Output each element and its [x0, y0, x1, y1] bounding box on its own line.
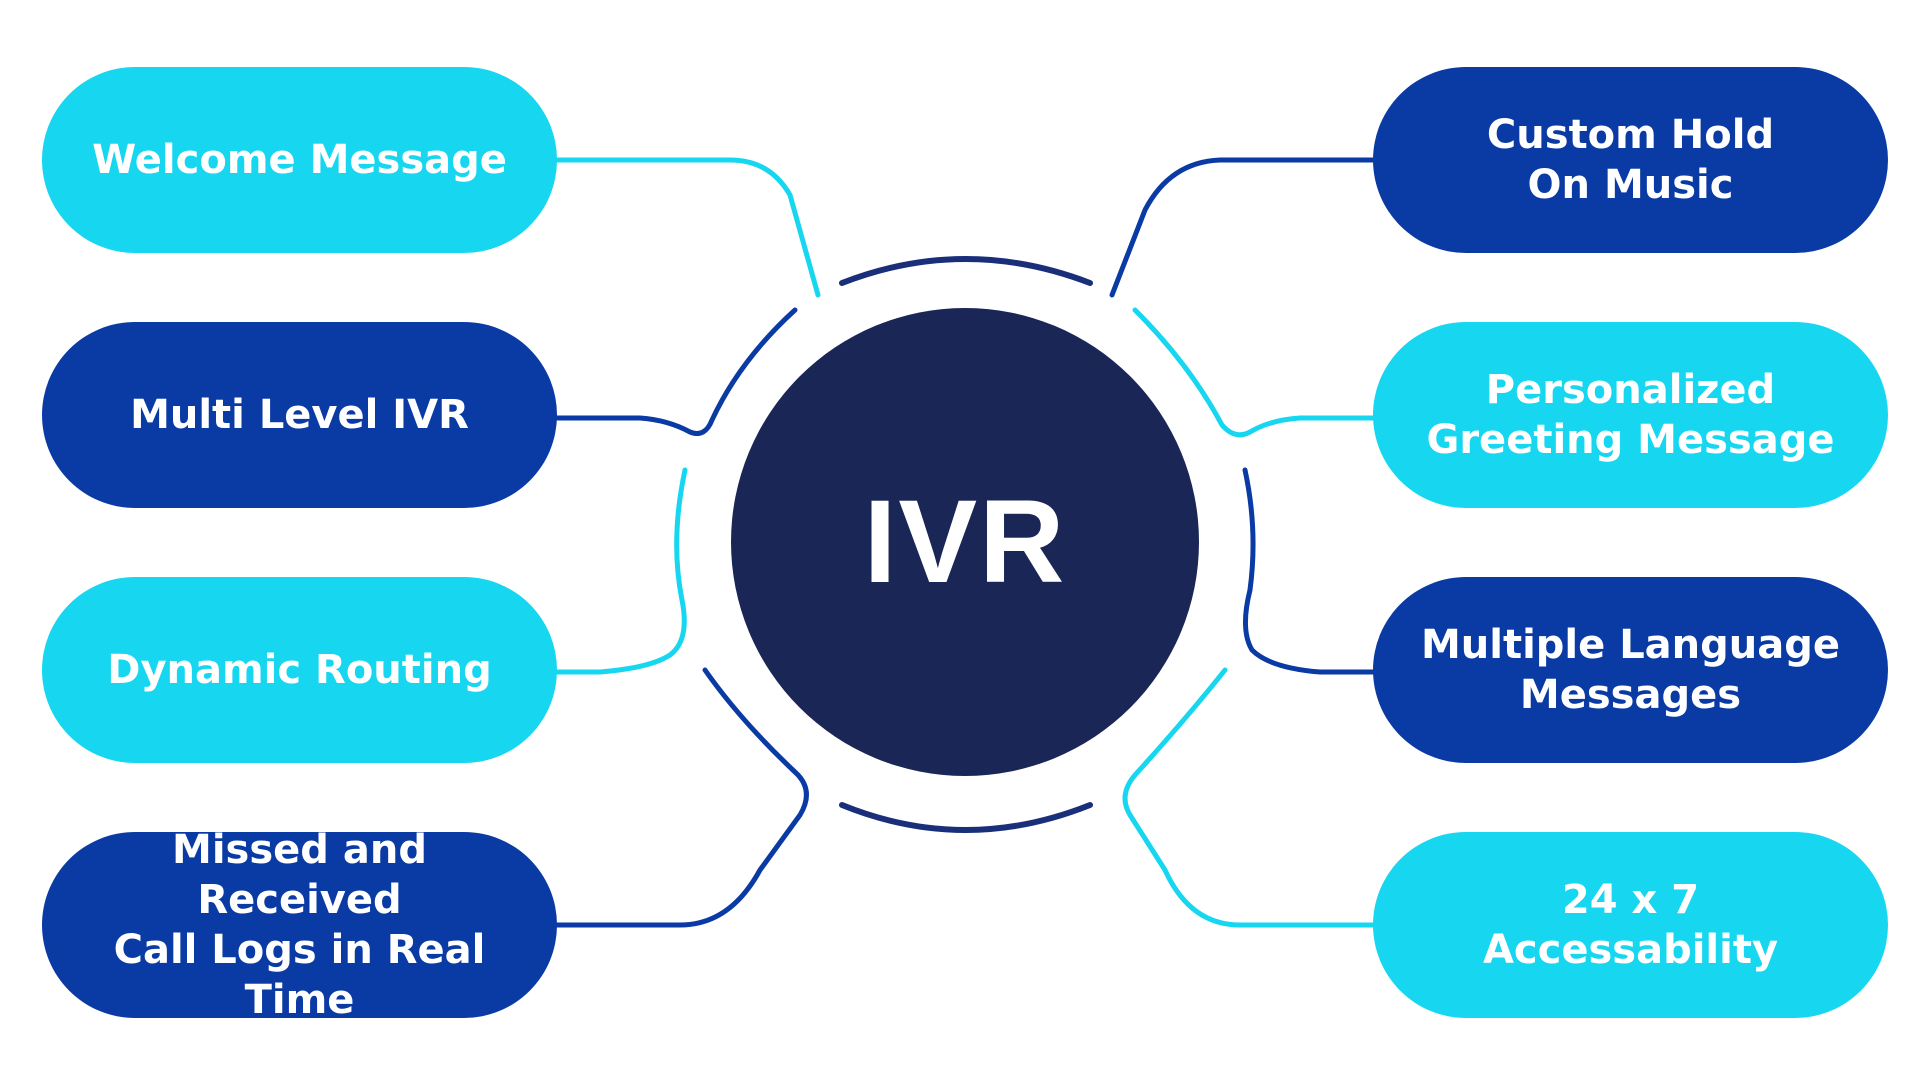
- center-node: IVR: [731, 308, 1199, 776]
- feature-pill-multi-level-ivr: Multi Level IVR: [42, 322, 557, 508]
- feature-pill-call-logs: Missed and Received Call Logs in Real Ti…: [42, 827, 557, 1023]
- connector-multiple-language: [1242, 467, 1378, 675]
- arc-bottom: [839, 802, 1093, 833]
- feature-pill-accessability: 24 x 7 Accessability: [1373, 832, 1888, 1018]
- center-node-label: IVR: [863, 476, 1067, 608]
- connector-custom-hold: [1109, 157, 1378, 298]
- feature-pill-custom-hold-music: Custom Hold On Music: [1373, 67, 1888, 253]
- connector-personalized-greeting: [1132, 307, 1378, 438]
- connector-multi-level-ivr: [552, 307, 798, 436]
- connector-accessability: [1122, 667, 1378, 928]
- connector-dynamic-routing: [552, 467, 688, 675]
- connector-welcome-message: [552, 157, 821, 298]
- connector-call-logs: [552, 667, 809, 928]
- arc-top: [839, 256, 1093, 286]
- feature-pill-multiple-language: Multiple Language Messages: [1373, 577, 1888, 763]
- feature-pill-dynamic-routing: Dynamic Routing: [42, 577, 557, 763]
- feature-pill-personalized-greeting: Personalized Greeting Message: [1373, 322, 1888, 508]
- feature-pill-welcome-message: Welcome Message: [42, 67, 557, 253]
